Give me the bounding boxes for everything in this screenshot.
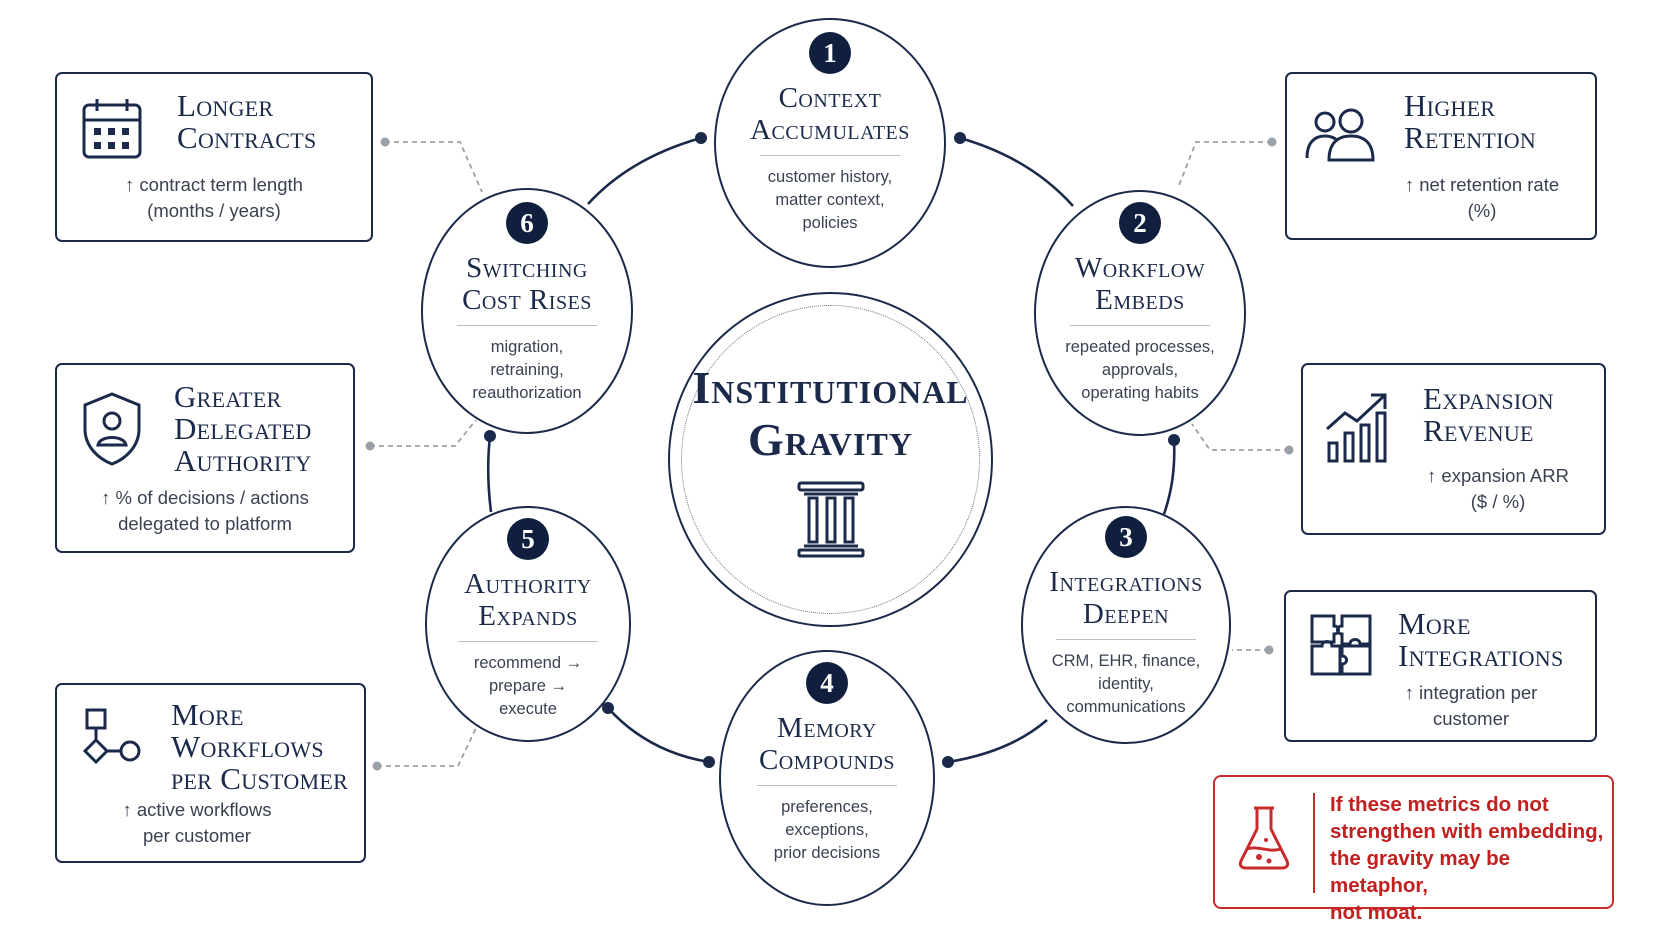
- stage-number-badge: 6: [506, 202, 548, 244]
- stage-divider: [757, 785, 897, 786]
- metric-description: ↑ active workflows per customer: [122, 799, 272, 846]
- stage-description: migration, retraining, reauthorization: [472, 338, 582, 402]
- users-icon: [1305, 108, 1375, 162]
- stage-title: Workflow Embeds: [1074, 252, 1206, 316]
- metric-higher-retention: Higher Retention ↑ net retention rate (%…: [1285, 72, 1597, 240]
- stage-context-accumulates: 1 Context Accumulates customer history, …: [714, 18, 946, 268]
- flask-icon: [1238, 806, 1290, 870]
- stage-description: CRM, EHR, finance, identity, communicati…: [1051, 652, 1201, 716]
- metric-description: ↑ net retention rate (%): [1404, 174, 1560, 221]
- stage-title: Authority Expands: [464, 568, 592, 632]
- stage-description: customer history, matter context, polici…: [767, 168, 893, 232]
- cycle-arc-1-2: [959, 136, 1074, 207]
- metric-expansion-revenue: Expansion Revenue ↑ expansion ARR ($ / %…: [1301, 363, 1606, 535]
- stage-divider: [458, 641, 598, 642]
- metric-greater-delegated-authority: Greater Delegated Authority ↑ % of decis…: [55, 363, 355, 553]
- calendar-icon: [82, 99, 142, 159]
- pillar-icon: [797, 481, 864, 557]
- stage-divider: [1070, 325, 1210, 326]
- metric-title: More Workflows per Customer: [171, 697, 349, 796]
- stage-number-badge: 1: [809, 32, 851, 74]
- metric-title: Higher Retention: [1404, 88, 1537, 155]
- metric-title: Longer Contracts: [177, 88, 317, 155]
- stage-memory-compounds: 4 Memory Compounds preferences, exceptio…: [719, 650, 935, 906]
- stage-workflow-embeds: 2 Workflow Embeds repeated processes, ap…: [1034, 190, 1246, 436]
- stage-divider: [760, 155, 900, 156]
- stage-divider: [1056, 639, 1196, 640]
- metric-description: ↑ % of decisions / actions delegated to …: [101, 487, 309, 534]
- stage-description: repeated processes, approvals, operating…: [1065, 338, 1215, 402]
- cycle-arc-3-4: [947, 719, 1048, 764]
- center-title: Institutional Gravity: [692, 361, 969, 465]
- growth-chart-icon: [1326, 393, 1387, 463]
- leader-expansion-revenue: [1191, 423, 1289, 451]
- leader-delegated-authority: [370, 419, 477, 447]
- stage-title: Context Accumulates: [750, 82, 910, 146]
- stage-description: preferences, exceptions, prior decisions: [773, 798, 881, 862]
- metric-more-workflows-per-customer: More Workflows per Customer ↑ active wor…: [55, 683, 366, 863]
- stage-divider: [457, 325, 597, 326]
- warning-callout: If these metrics do not strengthen with …: [1213, 775, 1614, 924]
- cycle-arc-5-6: [486, 435, 493, 513]
- metric-title: More Integrations: [1398, 606, 1564, 673]
- center-circle: Institutional Gravity: [668, 292, 993, 627]
- stage-number-badge: 2: [1119, 202, 1161, 244]
- stage-title: Memory Compounds: [758, 712, 896, 776]
- metric-description: ↑ expansion ARR ($ / %): [1427, 465, 1569, 512]
- metric-title: Greater Delegated Authority: [174, 379, 312, 478]
- stage-number-badge: 3: [1105, 516, 1147, 558]
- stage-title: Switching Cost Rises: [462, 252, 592, 316]
- metric-description: ↑ integration per customer: [1404, 682, 1538, 729]
- metric-description: ↑ contract term length (months / years): [125, 174, 303, 221]
- leader-more-workflows: [377, 727, 477, 767]
- workflow-icon: [83, 708, 141, 765]
- stage-integrations-deepen: 3 Integrations Deepen CRM, EHR, finance,…: [1021, 506, 1231, 744]
- cycle-arc-6-1: [587, 136, 702, 205]
- warning-divider: [1313, 793, 1315, 893]
- stage-title: Integrations Deepen: [1049, 566, 1203, 630]
- stage-number-badge: 4: [806, 662, 848, 704]
- metric-title: Expansion Revenue: [1423, 381, 1554, 448]
- metric-longer-contracts: Longer Contracts ↑ contract term length …: [55, 72, 373, 242]
- center-inner-ring: Institutional Gravity: [681, 305, 980, 614]
- stage-authority-expands: 5 Authority Expands recommend → prepare …: [425, 506, 631, 742]
- puzzle-icon: [1310, 614, 1372, 676]
- cycle-arc-2-3: [1162, 439, 1176, 515]
- cycle-arc-4-5: [607, 707, 710, 764]
- stage-description: recommend → prepare → execute: [473, 654, 583, 718]
- stage-number-badge: 5: [507, 518, 549, 560]
- metric-more-integrations: More Integrations ↑ integration per cust…: [1284, 590, 1597, 742]
- warning-text: If these metrics do not strengthen with …: [1330, 793, 1604, 924]
- shield-user-icon: [83, 392, 141, 466]
- leader-higher-retention: [1177, 141, 1272, 189]
- stage-switching-cost-rises: 6 Switching Cost Rises migration, retrai…: [421, 188, 633, 434]
- leader-longer-contracts: [385, 141, 483, 193]
